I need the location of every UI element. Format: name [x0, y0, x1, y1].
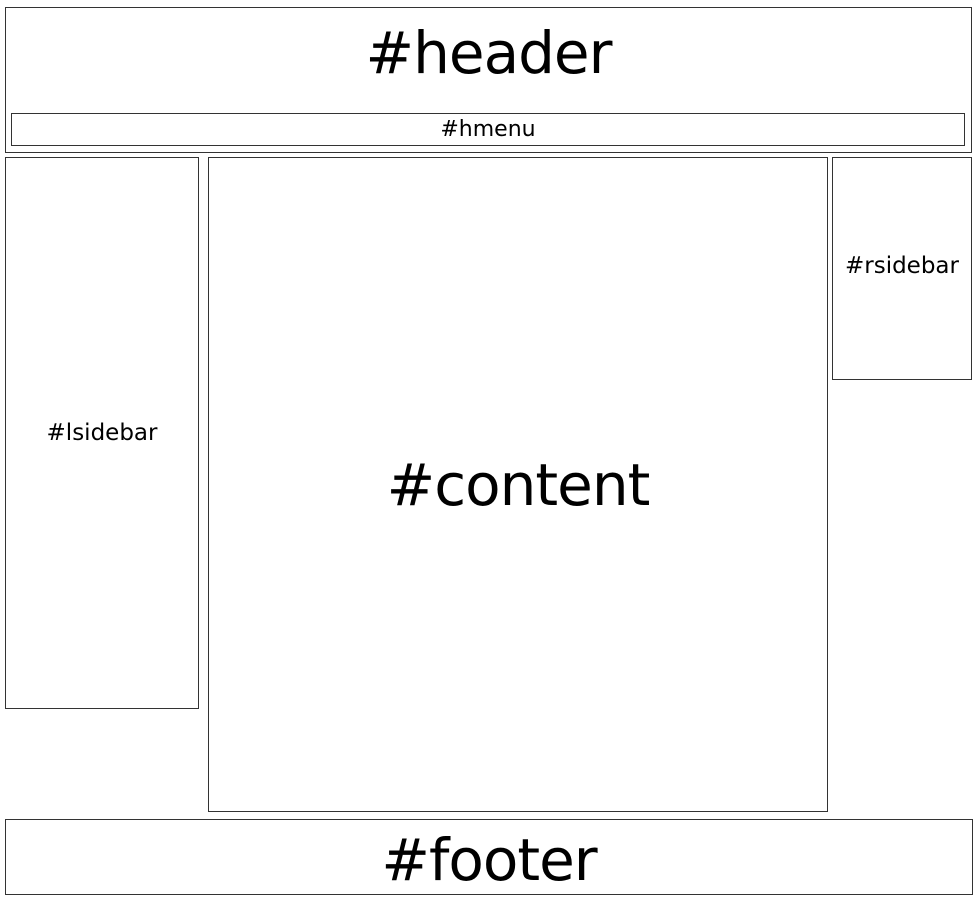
rsidebar-region: #rsidebar [832, 157, 972, 380]
content-region: #content [208, 157, 828, 812]
lsidebar-label: #lsidebar [46, 419, 158, 446]
header-label: #header [365, 19, 613, 87]
rsidebar-label: #rsidebar [844, 253, 959, 279]
hmenu-label: #hmenu [440, 116, 536, 142]
lsidebar-region: #lsidebar [5, 157, 199, 709]
footer-label: #footer [381, 826, 597, 894]
footer-region: #footer [5, 819, 973, 895]
hmenu-region: #hmenu [11, 113, 965, 146]
content-label: #content [386, 450, 651, 519]
